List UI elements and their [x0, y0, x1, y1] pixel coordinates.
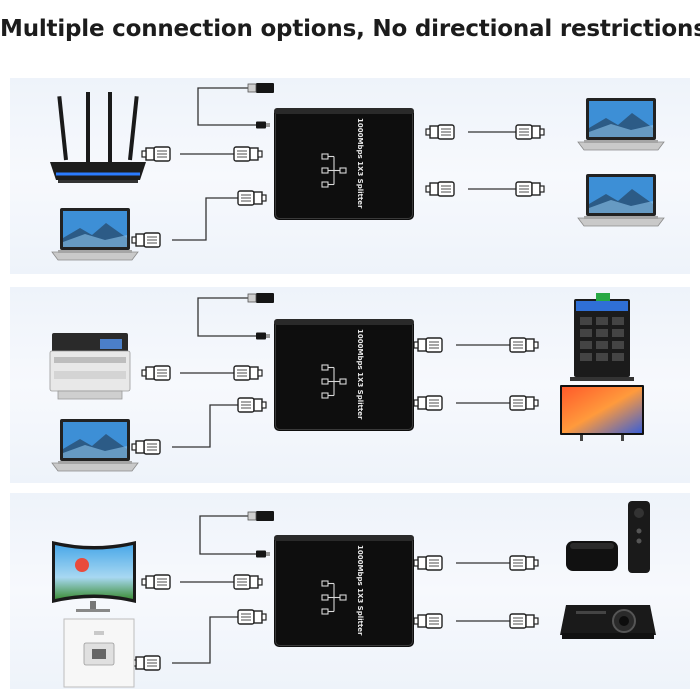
cables — [172, 87, 516, 241]
scenario-panel-3: 1000Mbps 1X3 Splitter — [10, 493, 690, 689]
splitter-label: 1000Mbps 1X3 Splitter — [356, 329, 364, 420]
cables — [172, 297, 510, 448]
rj45-plug — [141, 574, 171, 590]
rj45-plug — [425, 181, 455, 197]
rj45-plug — [131, 232, 161, 248]
router-icon — [50, 92, 146, 183]
usb-plug — [247, 292, 275, 304]
rj45-plug — [233, 574, 263, 590]
cables — [172, 515, 510, 664]
rj45-plug — [237, 609, 267, 625]
micro-usb-plug — [256, 332, 270, 340]
splitter-device: 1000Mbps 1X3 Splitter — [273, 107, 415, 221]
rj45-plug — [413, 555, 443, 571]
splitter-device: 1000Mbps 1X3 Splitter — [273, 318, 415, 432]
scenario-panel-2: 1000Mbps 1X3 Splitter — [10, 287, 690, 483]
rj45-plug — [237, 190, 267, 206]
splitter-device: 1000Mbps 1X3 Splitter — [273, 534, 415, 648]
rj45-plug — [509, 395, 539, 411]
rj45-plug — [141, 365, 171, 381]
printer-icon — [49, 333, 131, 400]
laptop-icon — [51, 207, 139, 261]
rj45-plug — [509, 555, 539, 571]
splitter-label: 1000Mbps 1X3 Splitter — [356, 118, 364, 209]
splitter-label: 1000Mbps 1X3 Splitter — [356, 545, 364, 636]
rj45-plug — [515, 124, 545, 140]
laptop-icon — [577, 97, 665, 151]
laptop-icon — [51, 418, 139, 472]
laptop-icon — [577, 173, 665, 227]
scenario-panel-1: 1000Mbps 1X3 Splitter — [10, 78, 690, 274]
projector-icon — [560, 605, 656, 639]
rj45-plug — [131, 655, 161, 671]
network-switch-icon — [570, 293, 634, 381]
rj45-plug — [233, 146, 263, 162]
rj45-plug — [515, 181, 545, 197]
rj45-plug — [413, 613, 443, 629]
micro-usb-plug — [256, 550, 270, 558]
rj45-plug — [425, 124, 455, 140]
rj45-plug — [233, 365, 263, 381]
usb-plug — [247, 510, 275, 522]
rj45-plug — [509, 337, 539, 353]
monitor-icon — [52, 541, 136, 612]
rj45-plug — [413, 395, 443, 411]
wall-ethernet-port-icon — [63, 618, 135, 688]
rj45-plug — [413, 337, 443, 353]
rj45-plug — [141, 146, 171, 162]
rj45-plug — [237, 397, 267, 413]
tv-icon — [560, 385, 644, 441]
micro-usb-plug — [256, 121, 270, 129]
rj45-plug — [131, 439, 161, 455]
usb-plug — [247, 82, 275, 94]
page-title: Multiple connection options, No directio… — [0, 16, 700, 42]
streaming-box-icon — [566, 501, 650, 573]
rj45-plug — [509, 613, 539, 629]
